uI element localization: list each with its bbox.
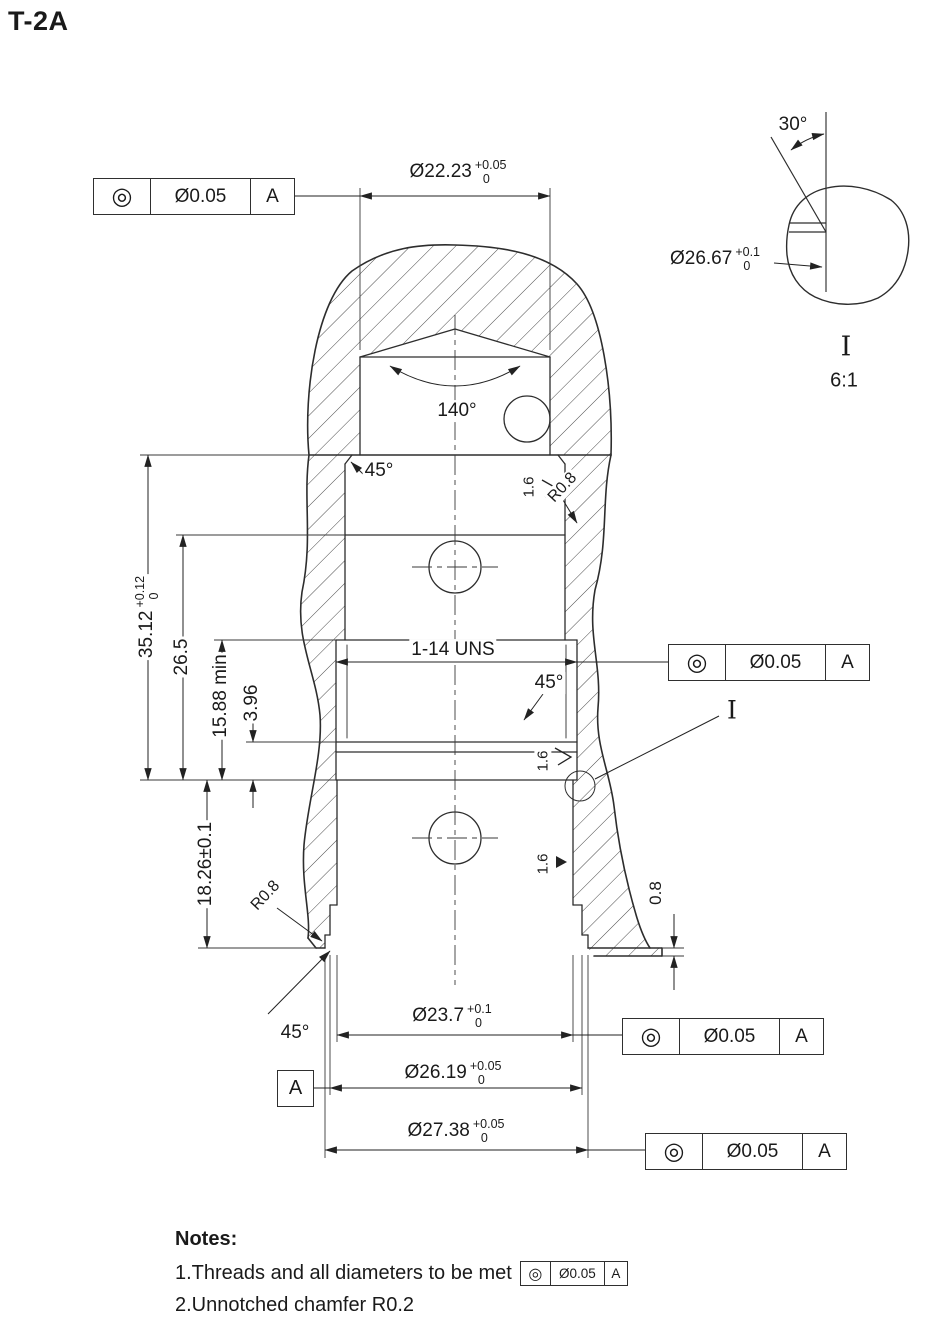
concentricity-icon: ◎ — [669, 645, 726, 680]
concentricity-icon: ◎ — [623, 1019, 680, 1054]
concentricity-icon: ◎ — [521, 1262, 551, 1285]
dim-depth-1588: 15.88 min — [210, 652, 232, 740]
dim-value: Ø26.19 — [404, 1062, 467, 1084]
dim-cone-angle: 140° — [435, 400, 479, 422]
finish-low-value: 1.6 — [534, 851, 552, 877]
finish-symbol-low — [556, 856, 567, 868]
dim-chamfer-mid: 45° — [532, 672, 566, 694]
section-ref-label: I — [727, 695, 737, 725]
section-hatching — [300, 244, 662, 956]
dim-thread: 1-14 UNS — [409, 639, 497, 661]
notes-heading: Notes: — [175, 1228, 238, 1250]
fcf-top: ◎ Ø0.05 A — [93, 178, 295, 215]
concentricity-icon: ◎ — [94, 179, 151, 214]
fcf-bore-2738: ◎ Ø0.05 A — [645, 1133, 847, 1170]
concentricity-icon: ◎ — [646, 1134, 703, 1169]
hatch-right-wall — [565, 455, 650, 948]
dim-depth-396: 3.96 — [241, 682, 263, 724]
detail-view-label: I — [840, 331, 852, 363]
fcf-datum: A — [611, 1266, 621, 1281]
fcf-tolerance: Ø0.05 — [703, 1134, 803, 1169]
fcf-thread: ◎ Ø0.05 A — [668, 644, 870, 681]
dim-value: Ø22.23 — [409, 161, 472, 183]
extension-lines — [140, 112, 827, 1158]
dim-chamfer-bot: 45° — [278, 1022, 312, 1044]
dim-detail-angle: 30° — [776, 114, 810, 136]
finish-symbol-mid — [554, 747, 573, 766]
detail-view-scale: 6:1 — [828, 369, 860, 393]
note-1: 1.Threads and all diameters to be met ◎ … — [175, 1261, 628, 1286]
dim-value: 35.12 — [136, 610, 158, 659]
hatch-dome — [307, 244, 612, 455]
fcf-bore-237: ◎ Ø0.05 A — [622, 1018, 824, 1055]
datum-a-flag: A — [277, 1070, 314, 1107]
finish-top-value: 1.6 — [520, 474, 538, 500]
dim-value: Ø23.7 — [412, 1005, 465, 1027]
fcf-tolerance: Ø0.05 — [680, 1019, 780, 1054]
note-1-text: 1.Threads and all diameters to be met — [175, 1262, 512, 1284]
fcf-datum: A — [266, 185, 279, 207]
dim-chamfer-top: 45° — [362, 460, 396, 482]
finish-mid-value: 1.6 — [534, 748, 552, 774]
detail-i-circle — [564, 770, 596, 802]
notes-block: Notes: 1.Threads and all diameters to be… — [175, 1228, 628, 1325]
part-outline — [299, 244, 663, 957]
leader-lines — [267, 262, 823, 1015]
fcf-tolerance: Ø0.05 — [151, 179, 251, 214]
dim-depth-1826: 18.26±0.1 — [195, 819, 217, 909]
hatch-right-foot — [588, 948, 662, 956]
fcf-datum: A — [818, 1140, 831, 1162]
hatch-left-wall — [300, 455, 345, 948]
fcf-datum: A — [841, 651, 854, 673]
dim-foot: 0.8 — [646, 879, 666, 907]
seat-ball-circle — [503, 395, 551, 443]
fcf-note: ◎ Ø0.05 A — [519, 1261, 628, 1286]
note-2-text: 2.Unnotched chamfer R0.2 — [175, 1294, 415, 1316]
fcf-tolerance: Ø0.05 — [551, 1262, 605, 1285]
dim-value: Ø27.38 — [407, 1120, 470, 1142]
fcf-datum: A — [795, 1025, 808, 1047]
drawing-title: T-2A — [8, 6, 69, 36]
dim-value: Ø26.67 — [669, 248, 733, 270]
fcf-tolerance: Ø0.05 — [726, 645, 826, 680]
detail-view-geometry — [770, 136, 910, 305]
dim-depth-265: 26.5 — [171, 636, 193, 678]
note-2: 2.Unnotched chamfer R0.2 — [175, 1294, 628, 1317]
